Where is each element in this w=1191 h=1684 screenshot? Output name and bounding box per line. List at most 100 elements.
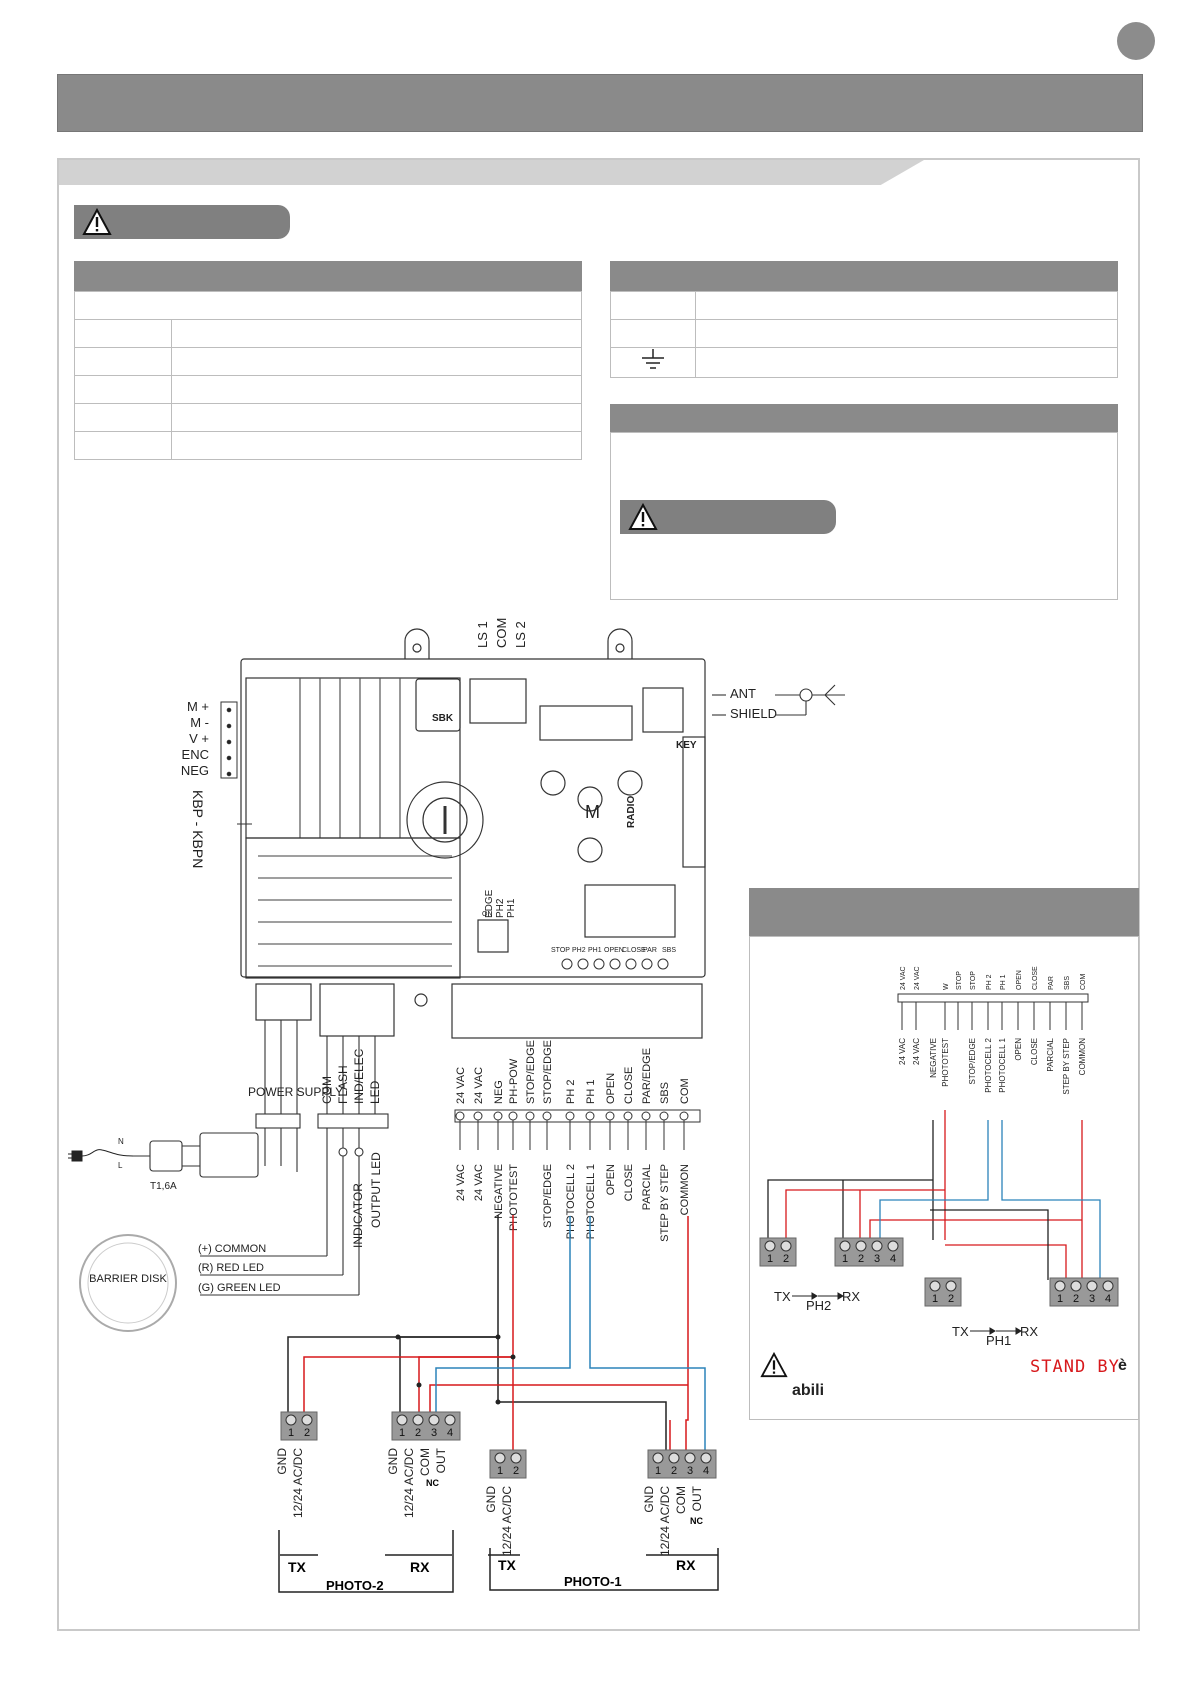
terminal-screw	[510, 1452, 522, 1464]
ph2-tx: TX	[774, 1289, 791, 1304]
pin-label: 12/24 AC/DC	[291, 1448, 305, 1518]
terminal-screw	[508, 1111, 518, 1121]
terminal-screw	[301, 1414, 313, 1426]
terminal-screw	[1070, 1280, 1082, 1292]
pin-number: 4	[1105, 1293, 1111, 1305]
ph1-tx: TX	[952, 1324, 969, 1339]
pin-number: 3	[687, 1465, 693, 1477]
terminal-screw	[493, 1111, 503, 1121]
terminal-top-label: COM	[679, 1078, 691, 1104]
terminal-screw	[679, 1111, 689, 1121]
terminal-top-label: 24 VAC	[455, 1067, 467, 1104]
motor-label: NEG	[181, 763, 209, 778]
mini-top-label: PAR	[1048, 976, 1055, 990]
terminal-top-label: OPEN	[605, 1073, 617, 1104]
pin-label: 12/24 AC/DC	[402, 1448, 416, 1518]
terminal-block-body	[280, 1411, 318, 1441]
pin-number: 1	[1057, 1293, 1063, 1305]
terminal-screw	[659, 1111, 669, 1121]
led-label: PH1	[588, 947, 602, 954]
terminal-screw	[585, 1111, 595, 1121]
rx-label: RX	[410, 1559, 430, 1575]
ls-label: COM	[494, 618, 509, 648]
terminal-screw	[1102, 1280, 1114, 1292]
terminal-label: IND/ELEC	[352, 1048, 366, 1104]
terminal-screw	[605, 1111, 615, 1121]
section-tab	[59, 160, 924, 185]
terminal-top-label: STOP/EDGE	[542, 1040, 554, 1104]
terminal-screw	[855, 1240, 867, 1252]
terminal-top-label: PH-POW	[508, 1058, 520, 1104]
mini-bottom-label: PHOTOCELL 2	[984, 1037, 993, 1092]
mini-bottom-label: PHOTOCELL 1	[998, 1037, 1007, 1092]
pin-label: COM	[418, 1448, 432, 1476]
terminal-screw	[668, 1452, 680, 1464]
pin-number: 4	[447, 1427, 453, 1439]
pin-label: GND	[484, 1486, 498, 1513]
terminal-bottom-label: PHOTOCELL 2	[565, 1164, 577, 1239]
terminal-screw	[1086, 1280, 1098, 1292]
ph1-name: PH1	[986, 1333, 1011, 1348]
mini-top-label: STOP	[956, 971, 963, 990]
pin-number: 2	[783, 1253, 789, 1265]
terminal-screw	[412, 1414, 424, 1426]
mini-top-label: OPEN	[1016, 970, 1023, 990]
terminal-top-label: NEG	[493, 1080, 505, 1104]
terminal-block-body	[924, 1277, 962, 1307]
terminal-screw	[285, 1414, 297, 1426]
terminal-screw	[473, 1111, 483, 1121]
motor-connector	[220, 701, 252, 825]
mini-top-label: STOP	[970, 971, 977, 990]
ph2-rx: RX	[842, 1289, 860, 1304]
pin-label: GND	[275, 1448, 289, 1475]
key-label: KEY	[676, 740, 697, 751]
tx-label: TX	[498, 1557, 517, 1573]
disk-wire-label: (+) COMMON	[198, 1243, 266, 1255]
warning-icon	[82, 208, 112, 235]
terminal-bottom-label: CLOSE	[623, 1164, 635, 1201]
standby-note: STAND BY è abili	[752, 1352, 1138, 1412]
terminal-bottom-label: STEP BY STEP	[659, 1164, 671, 1242]
mini-terminal-strip	[897, 993, 1089, 1003]
terminal-screw	[887, 1240, 899, 1252]
terminal-screw	[871, 1240, 883, 1252]
mini-bottom-label: PARCIAL	[1046, 1037, 1055, 1071]
pin-number: 3	[874, 1253, 880, 1265]
pin-number: 3	[431, 1427, 437, 1439]
terminal-screw	[455, 1111, 465, 1121]
mini-top-label: PH 1	[1000, 974, 1007, 990]
m-label: M	[585, 802, 600, 822]
note-line2: abili	[792, 1382, 825, 1399]
pin-label: GND	[642, 1486, 656, 1513]
radio-panel	[610, 432, 1118, 600]
terminal-screw	[700, 1452, 712, 1464]
led-label: CLOSE	[622, 947, 646, 954]
terminal-block-body	[759, 1237, 797, 1267]
terminal-screw	[542, 1111, 552, 1121]
led-label: PAR	[643, 947, 657, 954]
pin-number: 3	[1089, 1293, 1095, 1305]
terminal-screw	[444, 1414, 456, 1426]
disk-wire-label: (R) RED LED	[198, 1262, 264, 1274]
mini-top-label: COM	[1080, 974, 1087, 991]
terminal-screw	[641, 1111, 651, 1121]
shield-label: SHIELD	[730, 706, 777, 721]
mini-diagram-header	[749, 888, 1139, 936]
terminal-screw	[839, 1240, 851, 1252]
table-left-header	[74, 261, 582, 291]
terminal-bottom-label: OPEN	[605, 1164, 617, 1195]
led-label: STOP	[551, 947, 570, 954]
terminal-screw	[396, 1414, 408, 1426]
terminal-top-label: PH 1	[585, 1080, 597, 1104]
plug-label: L	[118, 1161, 123, 1170]
board-led-row	[561, 958, 669, 970]
barrier-disk: BARRIER DISK	[79, 1234, 177, 1332]
control-board	[240, 628, 706, 1039]
indicator-label: INDICATOR	[351, 1183, 365, 1248]
pin-label: COM	[674, 1486, 688, 1514]
tx-label: TX	[288, 1559, 307, 1575]
table-right	[610, 291, 1118, 378]
